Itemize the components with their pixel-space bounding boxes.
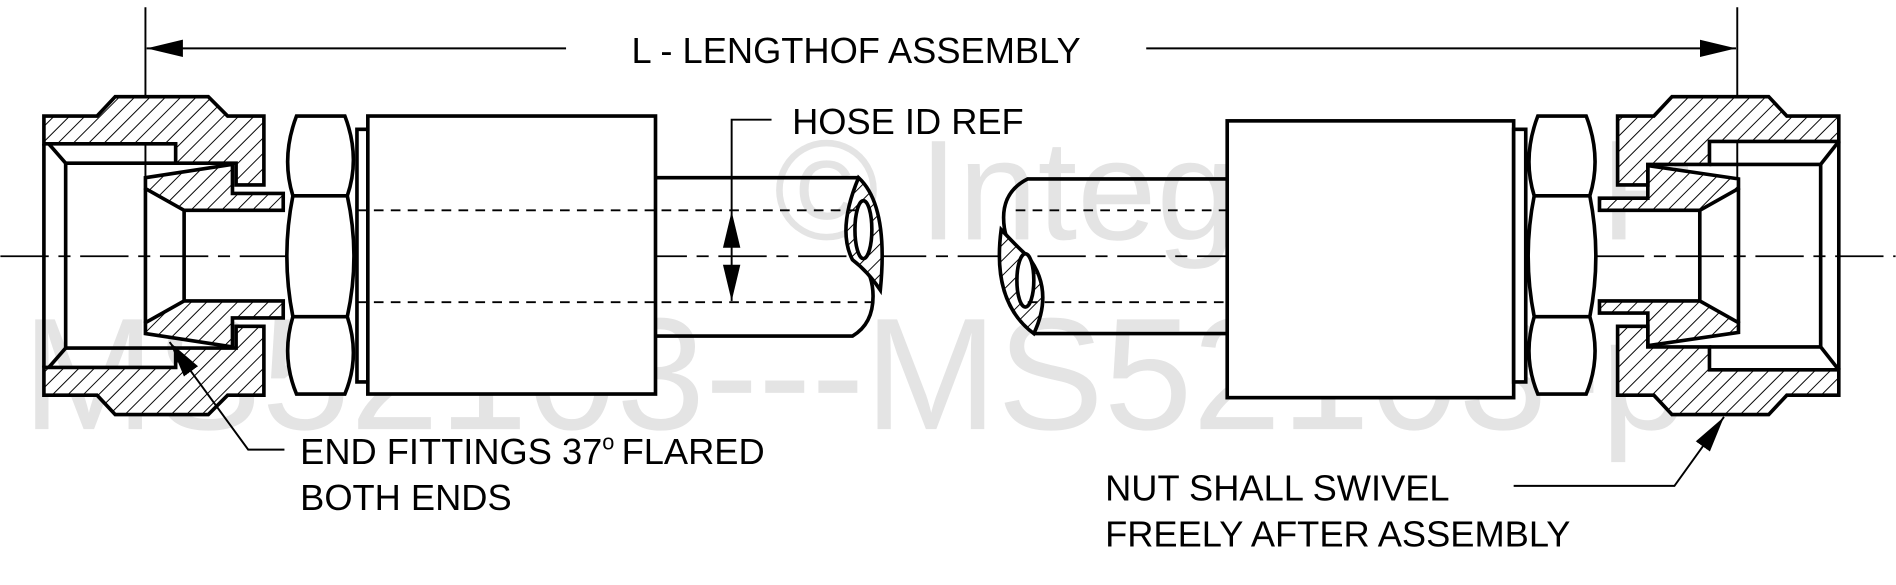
nut-swivel-label-line1: NUT SHALL SWIVEL <box>1105 467 1449 508</box>
hose-id-ref-label: HOSE ID REF <box>792 101 1024 142</box>
left-socket <box>366 114 658 396</box>
right-hose <box>997 177 1228 337</box>
hose-id-leader <box>730 118 772 212</box>
right-socket <box>1225 119 1516 400</box>
end-fittings-label-post: FLARED <box>622 431 765 472</box>
right-hex <box>1511 114 1598 396</box>
nut-swivel-leader <box>1513 416 1725 487</box>
end-fittings-leader <box>168 341 285 451</box>
end-fittings-label-pre: END FITTINGS 37 <box>300 431 602 472</box>
end-fittings-label: END FITTINGS 37o FLARED <box>300 430 765 473</box>
length-of-assembly-label: L - LENGTHOF ASSEMBLY <box>632 30 1081 71</box>
left-swivel-nut <box>42 94 266 417</box>
degree-symbol: o <box>602 430 614 455</box>
right-flare-fitting <box>1597 163 1741 348</box>
right-swivel-nut <box>1615 94 1841 417</box>
nut-swivel-label-line2: FREELY AFTER ASSEMBLY <box>1105 513 1570 554</box>
left-flare-fitting <box>143 162 286 350</box>
both-ends-label: BOTH ENDS <box>300 477 511 518</box>
left-hex <box>285 114 370 396</box>
left-hose <box>655 174 884 338</box>
